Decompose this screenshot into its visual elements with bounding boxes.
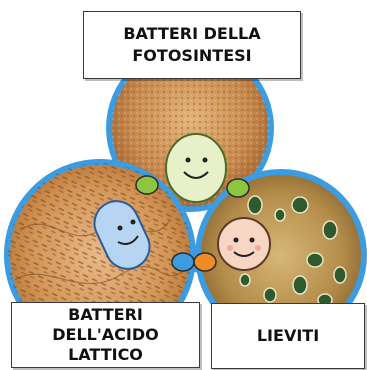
label-br-line-1: LIEVITI xyxy=(257,325,319,347)
label-yeasts: LIEVITI xyxy=(211,303,365,369)
label-bl-line-3: LATTICO xyxy=(52,345,158,365)
label-bl-line-1: BATTERI xyxy=(52,305,158,325)
label-top-line-1: BATTERI DELLA xyxy=(123,23,260,45)
photosynthesis-bacterium-character xyxy=(166,134,226,202)
label-photosynthesis-bacteria: BATTERI DELLA FOTOSINTESI xyxy=(83,11,301,79)
label-top-line-2: FOTOSINTESI xyxy=(123,45,260,67)
label-lactic-acid-bacteria: BATTERI DELL'ACIDO LATTICO xyxy=(11,302,200,368)
yeast-character xyxy=(218,218,270,270)
label-bl-line-2: DELL'ACIDO xyxy=(52,325,158,345)
